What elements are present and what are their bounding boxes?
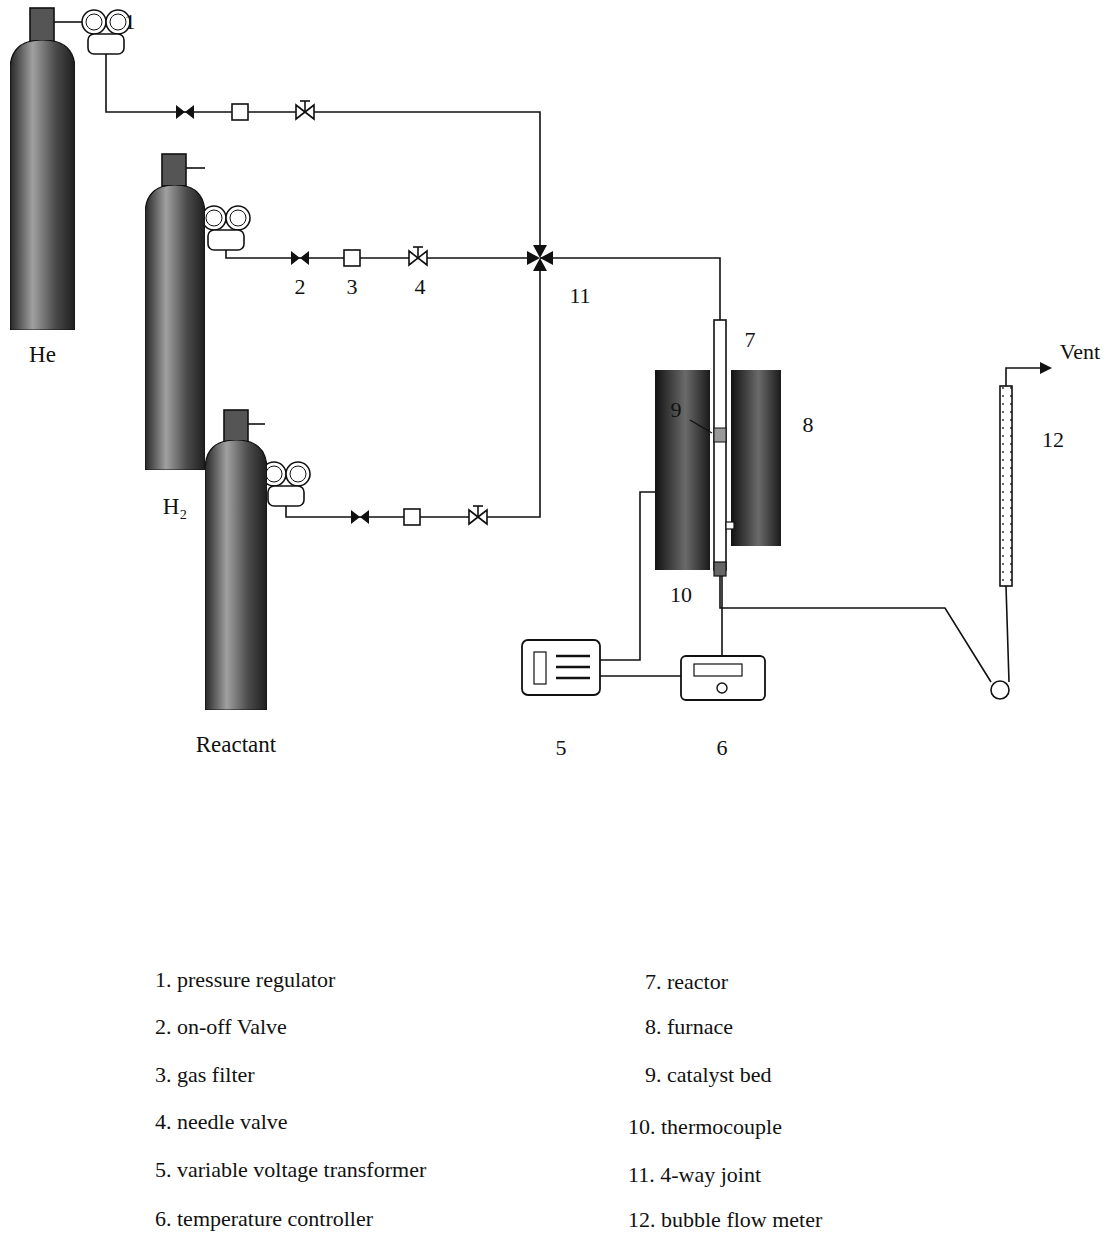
cylinder-shape: [145, 185, 205, 470]
callout-number: 6: [717, 736, 728, 760]
callout-number: 3: [347, 275, 358, 299]
callout-number: 10: [670, 583, 692, 607]
key-entry: 1. pressure regulator: [155, 968, 335, 992]
gas-cylinder: He: [10, 40, 75, 330]
callout-number: 4: [415, 275, 426, 299]
gas-cylinder: H₂: [145, 185, 205, 470]
callout-number: 7: [745, 328, 756, 352]
key-entry: 4. needle valve: [155, 1110, 288, 1134]
callout-number: 11: [569, 284, 590, 308]
callout-number: 9: [671, 398, 682, 422]
vent-label: Vent: [1060, 340, 1100, 364]
gas-cylinder: Reactant: [205, 440, 267, 710]
key-entry: 10. thermocouple: [628, 1115, 782, 1139]
gas-name: He: [29, 342, 56, 367]
cylinder-shape: [205, 440, 267, 710]
gas-name: H₂: [163, 494, 188, 519]
cylinder-shape: [10, 40, 75, 330]
callout-number: 8: [803, 413, 814, 437]
callout-number: 12: [1042, 428, 1064, 452]
key-entry: 12. bubble flow meter: [628, 1208, 822, 1232]
callout-number: 1: [125, 10, 136, 34]
key-entry: 6. temperature controller: [155, 1207, 373, 1231]
gas-name: Reactant: [196, 732, 276, 757]
key-entry: 8. furnace: [645, 1015, 733, 1039]
key-entry: 5. variable voltage transformer: [155, 1158, 426, 1182]
callout-number: 2: [295, 275, 306, 299]
key-entry: 7. reactor: [645, 970, 728, 994]
callout-number: 5: [556, 736, 567, 760]
key-entry: 2. on-off Valve: [155, 1015, 287, 1039]
key-entry: 3. gas filter: [155, 1063, 255, 1087]
key-entry: 9. catalyst bed: [645, 1063, 771, 1087]
key-entry: 11. 4-way joint: [628, 1163, 761, 1187]
